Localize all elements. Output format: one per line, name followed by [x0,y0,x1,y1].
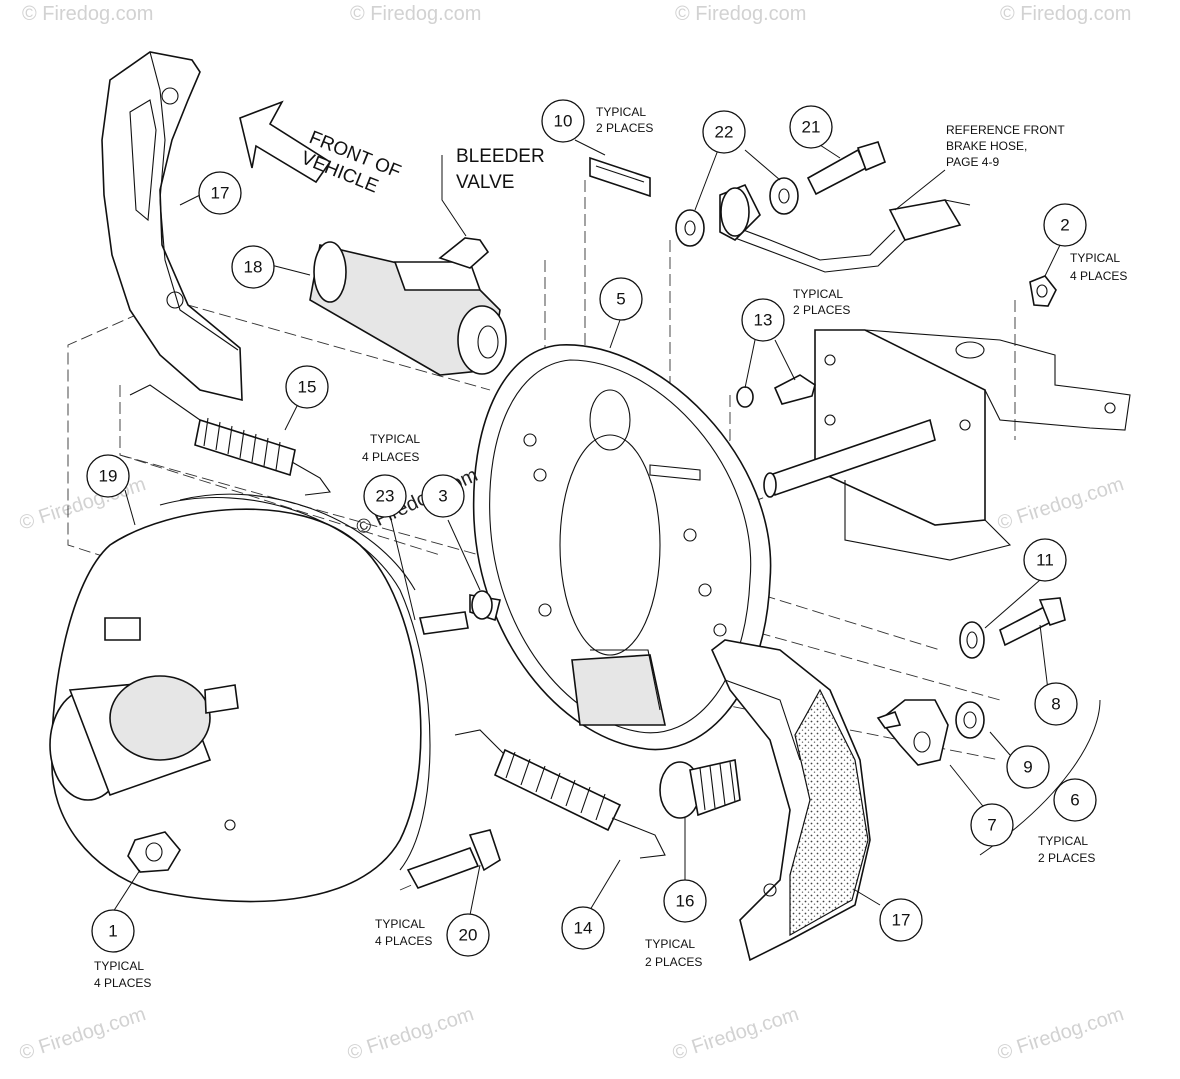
anchor-bracket [763,329,1131,561]
svg-text:13: 13 [754,311,773,330]
svg-text:14: 14 [574,919,593,938]
reference-front-brake-hose-label: REFERENCE FRONT BRAKE HOSE, PAGE 4-9 [946,123,1068,169]
brake-shoe-upper [101,51,243,402]
watermark: © Firedog.com [670,1003,802,1065]
svg-text:11: 11 [1036,551,1054,570]
callout-18: 18 [231,245,275,289]
callout-19: 19 [86,454,130,498]
callout-16: 16 [663,879,707,923]
svg-text:15: 15 [298,378,317,397]
callout-17-upper: 17 [198,171,242,215]
front-of-vehicle-label: FRONT OF VEHICLE [298,127,409,205]
typical-4-places-note: TYPICAL 4 PLACES [94,959,151,990]
svg-text:20: 20 [459,926,478,945]
callout-15: 15 [285,365,329,409]
callout-2: 2 [1043,203,1087,247]
small-hardware [419,275,1057,635]
hose-fittings [589,141,887,247]
svg-text:22: 22 [715,123,734,142]
wheel-stud [406,829,501,889]
watermark: © Firedog.com [675,3,806,25]
watermark: © Firedog.com [995,473,1127,535]
brake-drum [49,493,431,903]
svg-text:8: 8 [1051,695,1060,714]
adjuster-hardware [876,597,1066,766]
callout-5: 5 [599,277,643,321]
svg-text:5: 5 [616,290,625,309]
callout-11: 11 [1023,538,1067,582]
svg-text:1: 1 [108,922,117,941]
brake-hose [729,199,971,273]
typical-2-places-note: TYPICAL 2 PLACES [1038,834,1095,865]
callout-10: 10 [541,99,585,143]
callout-6: 6 [1053,778,1097,822]
svg-text:21: 21 [802,118,821,137]
callout-1: 1 [91,909,135,953]
watermark: © Firedog.com [22,3,153,25]
watermark: © Firedog.com [17,1003,149,1065]
typical-4-places-note: TYPICAL 4 PLACES [362,432,423,464]
callout-20: 20 [446,913,490,957]
callout-3: 3 [421,474,465,518]
callout-8: 8 [1034,682,1078,726]
typical-2-places-note: TYPICAL 2 PLACES [645,937,702,969]
typical-2-places-note: TYPICAL 2 PLACES [793,287,850,317]
typical-4-places-note: TYPICAL 4 PLACES [375,917,432,948]
svg-text:10: 10 [554,112,573,131]
backing-plate [472,344,772,751]
typical-2-places-note: TYPICAL 2 PLACES [596,105,653,135]
svg-text:17: 17 [211,184,230,203]
return-spring-lower [454,729,666,859]
svg-text:23: 23 [376,487,395,506]
wheel-cylinder [309,237,507,376]
callout-14: 14 [561,906,605,950]
typical-4-places-note: TYPICAL 4 PLACES [1070,251,1127,283]
callout-13: 13 [741,298,785,342]
svg-text:17: 17 [892,911,911,930]
bleeder-valve-label: BLEEDER VALVE [456,146,550,193]
svg-text:16: 16 [676,892,695,911]
callout-21: 21 [789,105,833,149]
svg-text:19: 19 [99,467,118,486]
svg-text:2: 2 [1060,216,1069,235]
watermark: © Firedog.com [995,1003,1127,1065]
brake-shoe-lower [711,639,871,962]
callout-23: 23 [363,474,407,518]
callout-17-lower: 17 [879,898,923,942]
watermark: © Firedog.com [350,3,481,25]
callout-7: 7 [970,803,1014,847]
svg-text:18: 18 [244,258,263,277]
return-spring-upper [129,384,331,496]
front-of-vehicle-arrow [239,100,332,184]
svg-text:7: 7 [987,816,996,835]
watermark: © Firedog.com [345,1003,477,1065]
svg-text:6: 6 [1070,791,1079,810]
watermark: © Firedog.com [1000,3,1131,25]
callout-22: 22 [702,110,746,154]
svg-text:3: 3 [438,487,447,506]
hold-down-spring [659,759,741,819]
callout-9: 9 [1006,745,1050,789]
svg-text:9: 9 [1023,758,1032,777]
